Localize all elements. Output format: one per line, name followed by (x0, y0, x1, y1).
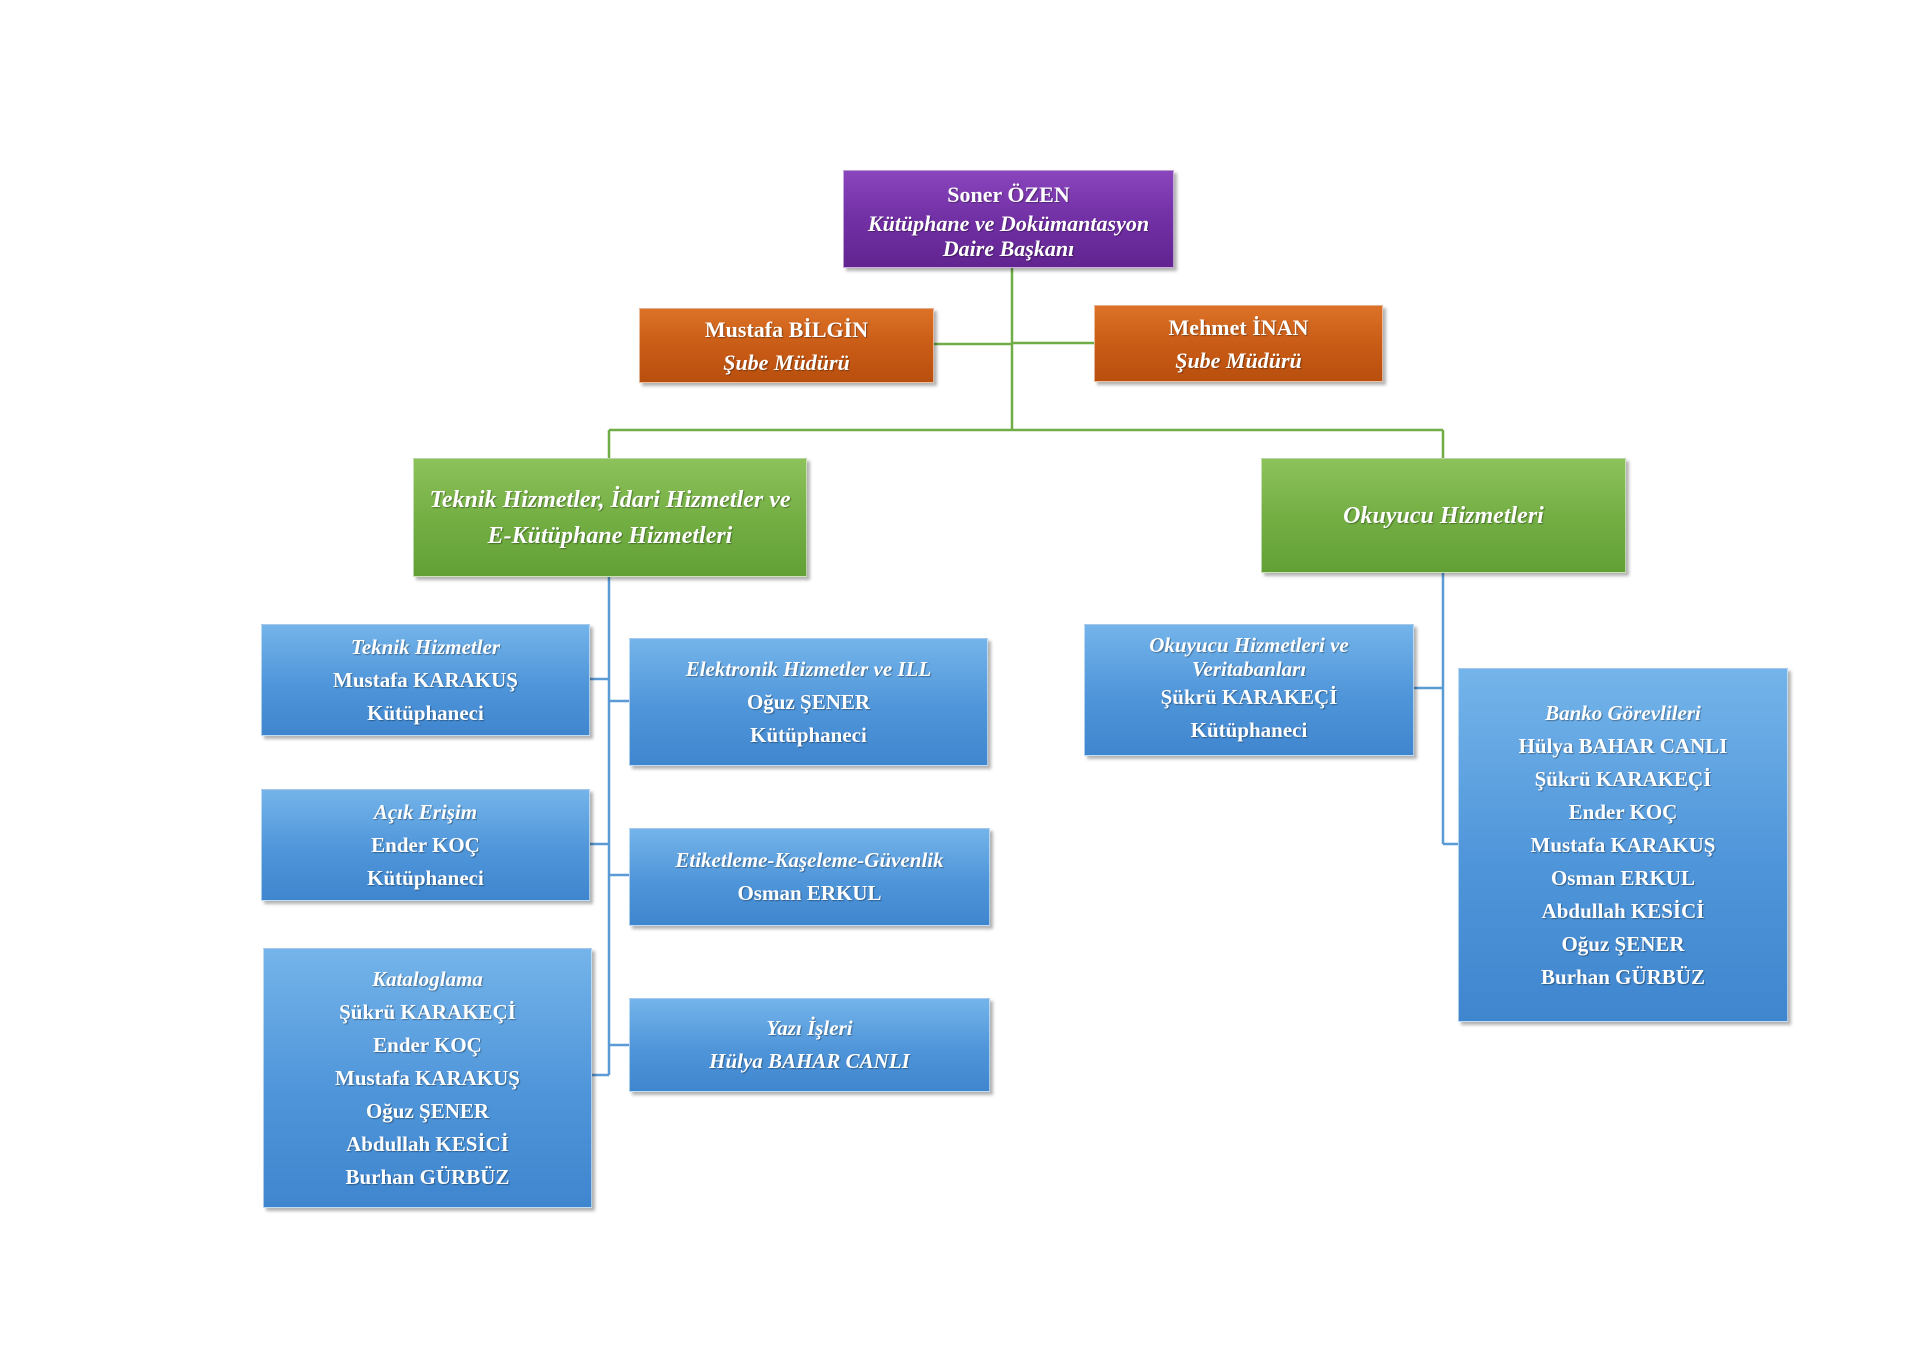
deputy-name: Mustafa BİLGİN (704, 316, 869, 342)
unit-member: Mustafa KARAKUŞ (335, 1065, 520, 1090)
unit-member: Kütüphaneci (1190, 718, 1308, 742)
department-technical-line2: E-Kütüphane Hizmetleri (487, 522, 733, 549)
director-title-line1: Kütüphane ve Dokümantasyon (867, 210, 1150, 236)
unit-member: Kütüphaneci (367, 700, 484, 725)
deputy-title: Şube Müdürü (723, 349, 850, 375)
unit-teknik-box: Teknik Hizmetler Mustafa KARAKUŞ Kütüpha… (261, 624, 590, 736)
unit-member: Oğuz ŞENER (365, 1098, 490, 1123)
unit-member: Oğuz ŞENER (1561, 931, 1685, 956)
unit-member: Şükrü KARAKEÇİ (1160, 685, 1338, 709)
department-reader-box: Okuyucu Hizmetleri (1261, 458, 1626, 573)
deputy-box-left: Mustafa BİLGİN Şube Müdürü (639, 308, 934, 383)
unit-title: Banko Görevlileri (1545, 700, 1701, 725)
unit-member: Şükrü KARAKEÇİ (1534, 766, 1712, 791)
director-name: Soner ÖZEN (947, 181, 1070, 207)
unit-member: Şükrü KARAKEÇİ (339, 999, 516, 1024)
unit-member: Osman ERKUL (1550, 865, 1696, 890)
unit-member: Oğuz ŞENER (746, 689, 871, 714)
unit-member: Ender KOÇ (373, 1032, 482, 1057)
unit-member: Burhan GÜRBÜZ (1541, 964, 1705, 989)
unit-title: Elektronik Hizmetler ve ILL (685, 656, 932, 681)
unit-member: Mustafa KARAKUŞ (333, 667, 518, 692)
deputy-name: Mehmet İNAN (1168, 314, 1309, 340)
unit-member: Burhan GÜRBÜZ (345, 1164, 510, 1189)
unit-acik-erisim-box: Açık Erişim Ender KOÇ Kütüphaneci (261, 789, 590, 901)
unit-etiketleme-box: Etiketleme-Kaşeleme-Güvenlik Osman ERKUL (629, 828, 990, 926)
unit-member: Osman ERKUL (737, 881, 882, 905)
unit-member: Kütüphaneci (750, 722, 867, 747)
unit-title: Kataloglama (372, 966, 483, 991)
unit-title: Açık Erişim (373, 799, 478, 824)
unit-title: Yazı İşleri (766, 1016, 853, 1040)
unit-member: Hülya BAHAR CANLI (1518, 733, 1728, 758)
unit-elektronik-box: Elektronik Hizmetler ve ILL Oğuz ŞENER K… (629, 638, 988, 766)
unit-title: Etiketleme-Kaşeleme-Güvenlik (675, 848, 944, 872)
unit-member: Ender KOÇ (1568, 799, 1678, 824)
unit-member: Hülya BAHAR CANLI (709, 1049, 910, 1073)
unit-member: Abdullah KESİCİ (346, 1131, 509, 1156)
department-reader-line1: Okuyucu Hizmetleri (1343, 502, 1544, 529)
unit-kataloglama-box: Kataloglama Şükrü KARAKEÇİ Ender KOÇ Mus… (263, 948, 592, 1208)
department-technical-line1: Teknik Hizmetler, İdari Hizmetler ve (429, 486, 791, 513)
unit-member: Abdullah KESİCİ (1541, 898, 1705, 923)
unit-banko-box: Banko Görevlileri Hülya BAHAR CANLI Şükr… (1458, 668, 1788, 1022)
unit-title-line2: Veritabanları (1191, 657, 1307, 681)
director-box: Soner ÖZEN Kütüphane ve Dokümantasyon Da… (843, 170, 1174, 268)
unit-title-line1: Okuyucu Hizmetleri ve (1149, 633, 1349, 657)
unit-member: Mustafa KARAKUŞ (1530, 832, 1716, 857)
deputy-title: Şube Müdürü (1175, 347, 1302, 373)
unit-yazi-box: Yazı İşleri Hülya BAHAR CANLI (629, 998, 990, 1092)
department-technical-box: Teknik Hizmetler, İdari Hizmetler ve E-K… (413, 458, 807, 577)
unit-okuyucu-box: Okuyucu Hizmetleri ve Veritabanları Şükr… (1084, 624, 1414, 756)
unit-member: Kütüphaneci (367, 865, 484, 890)
director-title-line2: Daire Başkanı (942, 235, 1075, 261)
unit-member: Ender KOÇ (371, 832, 480, 857)
unit-title: Teknik Hizmetler (350, 634, 501, 659)
deputy-box-right: Mehmet İNAN Şube Müdürü (1094, 305, 1383, 382)
